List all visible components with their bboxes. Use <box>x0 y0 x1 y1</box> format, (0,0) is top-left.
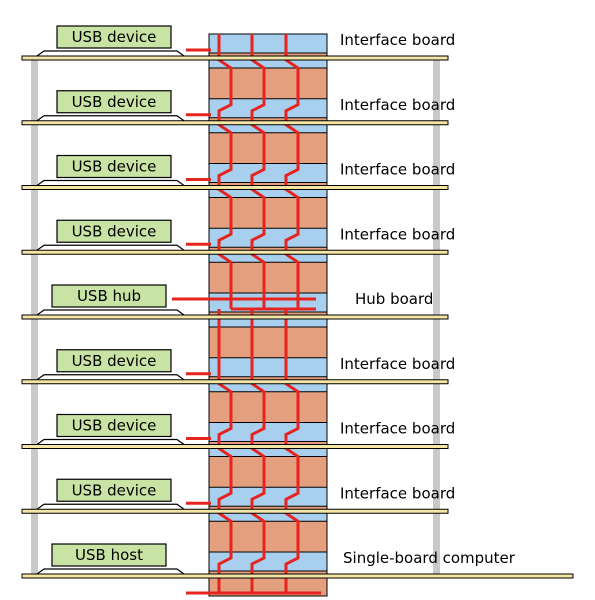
chip-label: USB device <box>72 352 157 370</box>
chip-label: USB device <box>72 93 157 111</box>
chip-label: USB device <box>72 28 157 46</box>
connector-header <box>208 33 328 54</box>
board-8: USB device Interface board <box>21 478 455 514</box>
board-7: USB device Interface board <box>21 413 455 449</box>
downstream-wire <box>250 309 266 593</box>
chip-label: USB device <box>72 481 157 499</box>
board-6: USB device Interface board <box>21 349 455 385</box>
board-label: Interface board <box>340 96 455 114</box>
board-2: USB device Interface board <box>21 90 455 126</box>
board-9: USB host Single-board computer <box>21 543 574 579</box>
chip-leads <box>36 503 185 510</box>
board-edge <box>21 508 449 514</box>
board-edge <box>21 55 449 61</box>
board-label: Interface board <box>340 161 455 179</box>
board-edge <box>21 573 574 579</box>
usb-device-chip <box>56 413 172 438</box>
chip-label: USB host <box>75 546 143 564</box>
chip-leads <box>36 115 185 122</box>
board-label: Interface board <box>340 31 455 49</box>
board-3: USB device Interface board <box>21 154 455 190</box>
board-label: Interface board <box>340 484 455 502</box>
chip-leads <box>36 374 185 381</box>
usb-device-chip <box>56 154 172 179</box>
board-edge <box>21 185 449 190</box>
downstream-wire <box>217 309 233 593</box>
board-5: USB hub Hub board <box>21 284 449 320</box>
chip-leads <box>36 438 185 445</box>
board-label: Single-board computer <box>343 549 516 567</box>
board-1: USB device Interface board <box>21 25 455 61</box>
connector-header <box>208 357 328 378</box>
usb-host-chip <box>51 543 167 567</box>
downstream-wire <box>284 309 300 593</box>
chip-leads <box>36 309 185 316</box>
chip-label: USB device <box>72 222 157 240</box>
usb-device-chip <box>56 219 172 243</box>
board-edge <box>21 444 449 449</box>
chip-label: USB hub <box>77 287 141 305</box>
board-edge <box>21 249 449 255</box>
usb-device-chip <box>56 25 172 49</box>
board-label: Hub board <box>355 290 433 308</box>
board-4: USB device Interface board <box>21 219 455 255</box>
chip-label: USB device <box>72 158 157 176</box>
board-edge <box>21 314 449 320</box>
board-label: Interface board <box>340 420 455 438</box>
chip-leads <box>36 568 185 575</box>
board-edge <box>21 379 449 385</box>
board-label: Interface board <box>340 355 455 373</box>
chip-leads <box>36 244 185 251</box>
usb-device-chip <box>56 478 172 502</box>
chip-label: USB device <box>72 417 157 435</box>
board-label: Interface board <box>340 225 455 243</box>
chip-leads <box>36 179 185 186</box>
usb-device-chip <box>56 90 172 114</box>
chip-leads <box>36 50 185 57</box>
board-edge <box>21 120 449 126</box>
usb-device-chip <box>56 349 172 373</box>
usb-hub-chip <box>51 284 167 308</box>
